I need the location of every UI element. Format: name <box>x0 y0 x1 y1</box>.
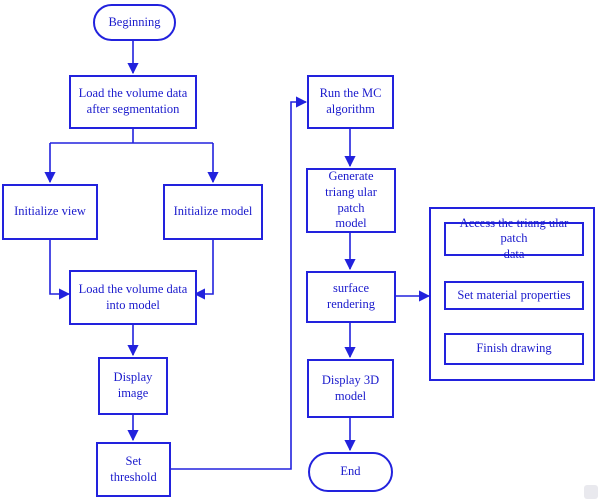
node-access-patch-data: Access the triang ular patch data <box>444 216 584 261</box>
node-display-image: Display image <box>98 357 168 415</box>
node-run-mc: Run the MC algorithm <box>307 75 394 129</box>
node-display-3d: Display 3D model <box>307 359 394 418</box>
node-end: End <box>308 452 393 492</box>
edge-model-load-into <box>193 240 214 300</box>
node-beginning: Beginning <box>93 4 176 41</box>
node-generate-patch: Generate triang ular patch model <box>306 168 396 233</box>
node-finish-drawing: Finish drawing <box>444 333 584 365</box>
node-surface-rendering: surface rendering <box>306 271 396 323</box>
node-set-material: Set material properties <box>444 281 584 310</box>
edge-threshold-mc <box>170 96 308 470</box>
node-load-after-segmentation: Load the volume data after segmentation <box>69 75 197 129</box>
node-initialize-view: Initialize view <box>2 184 98 240</box>
node-initialize-model: Initialize model <box>163 184 263 240</box>
edge-view-load-into <box>49 240 71 300</box>
node-set-threshold: Set threshold <box>96 442 171 497</box>
watermark-mark <box>584 485 598 499</box>
node-load-into-model: Load the volume data into model <box>69 270 197 325</box>
